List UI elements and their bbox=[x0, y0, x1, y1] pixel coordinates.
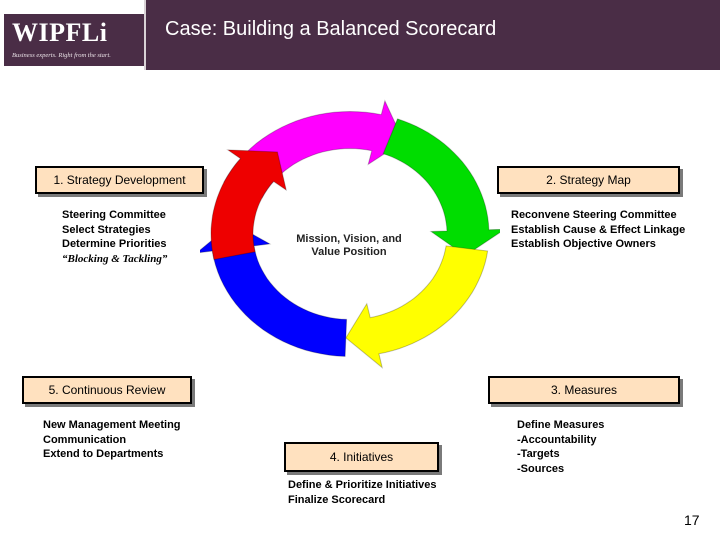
measures-notes: Define Measures -Accountability -Targets… bbox=[517, 418, 604, 476]
note-line: Determine Priorities bbox=[62, 238, 167, 250]
initiatives-notes: Define & Prioritize Initiatives Finalize… bbox=[288, 478, 437, 507]
note-line: Communication bbox=[43, 433, 127, 446]
note-line: -Sources bbox=[517, 462, 565, 475]
logo-text: WIPFLi bbox=[12, 18, 108, 47]
logo: WIPFLi Business experts. Right from the … bbox=[0, 0, 146, 70]
note-line: Select Strategies bbox=[62, 223, 151, 236]
note-line: -Accountability bbox=[517, 433, 597, 446]
page-number: 17 bbox=[684, 512, 700, 528]
note-line: Reconvene Steering Committee bbox=[511, 209, 677, 221]
note-line: Extend to Departments bbox=[43, 448, 164, 460]
note-line: Finalize Scorecard bbox=[288, 493, 386, 506]
header-bar: WIPFLi Business experts. Right from the … bbox=[0, 0, 720, 70]
center-line: Value Position bbox=[311, 246, 387, 258]
center-label: Mission, Vision, and Value Position bbox=[296, 233, 402, 259]
note-line: Establish Cause & Effect Linkage bbox=[511, 223, 686, 236]
continuous-review-arrow bbox=[210, 149, 287, 261]
step-measures: 3. Measures bbox=[488, 376, 680, 404]
note-line: Steering Committee bbox=[62, 209, 166, 221]
step-strategy-development: 1. Strategy Development bbox=[35, 166, 204, 194]
strategy-map-arrow bbox=[382, 118, 500, 257]
note-line: Establish Objective Owners bbox=[511, 238, 656, 250]
note-line: Define Measures bbox=[517, 419, 605, 431]
continuous-review-notes: New Management Meeting Communication Ext… bbox=[43, 418, 181, 462]
logo-panel: WIPFLi Business experts. Right from the … bbox=[4, 14, 144, 66]
note-line: New Management Meeting bbox=[43, 419, 181, 431]
strategy-map-notes: Reconvene Steering Committee Establish C… bbox=[511, 208, 685, 252]
cycle-diagram bbox=[200, 99, 500, 369]
measures-arrow bbox=[345, 245, 489, 369]
strategy-development-notes: Steering Committee Select Strategies Det… bbox=[62, 208, 167, 266]
note-line: Define & Prioritize Initiatives bbox=[288, 479, 437, 491]
step-initiatives: 4. Initiatives bbox=[284, 442, 439, 472]
center-line: Mission, Vision, and bbox=[296, 233, 402, 245]
step-strategy-map: 2. Strategy Map bbox=[497, 166, 680, 194]
logo-tagline: Business experts. Right from the start. bbox=[12, 52, 111, 59]
page-title: Case: Building a Balanced Scorecard bbox=[165, 18, 497, 40]
note-line: “Blocking & Tackling” bbox=[62, 252, 168, 265]
step-continuous-review: 5. Continuous Review bbox=[22, 376, 192, 404]
note-line: -Targets bbox=[517, 448, 560, 460]
